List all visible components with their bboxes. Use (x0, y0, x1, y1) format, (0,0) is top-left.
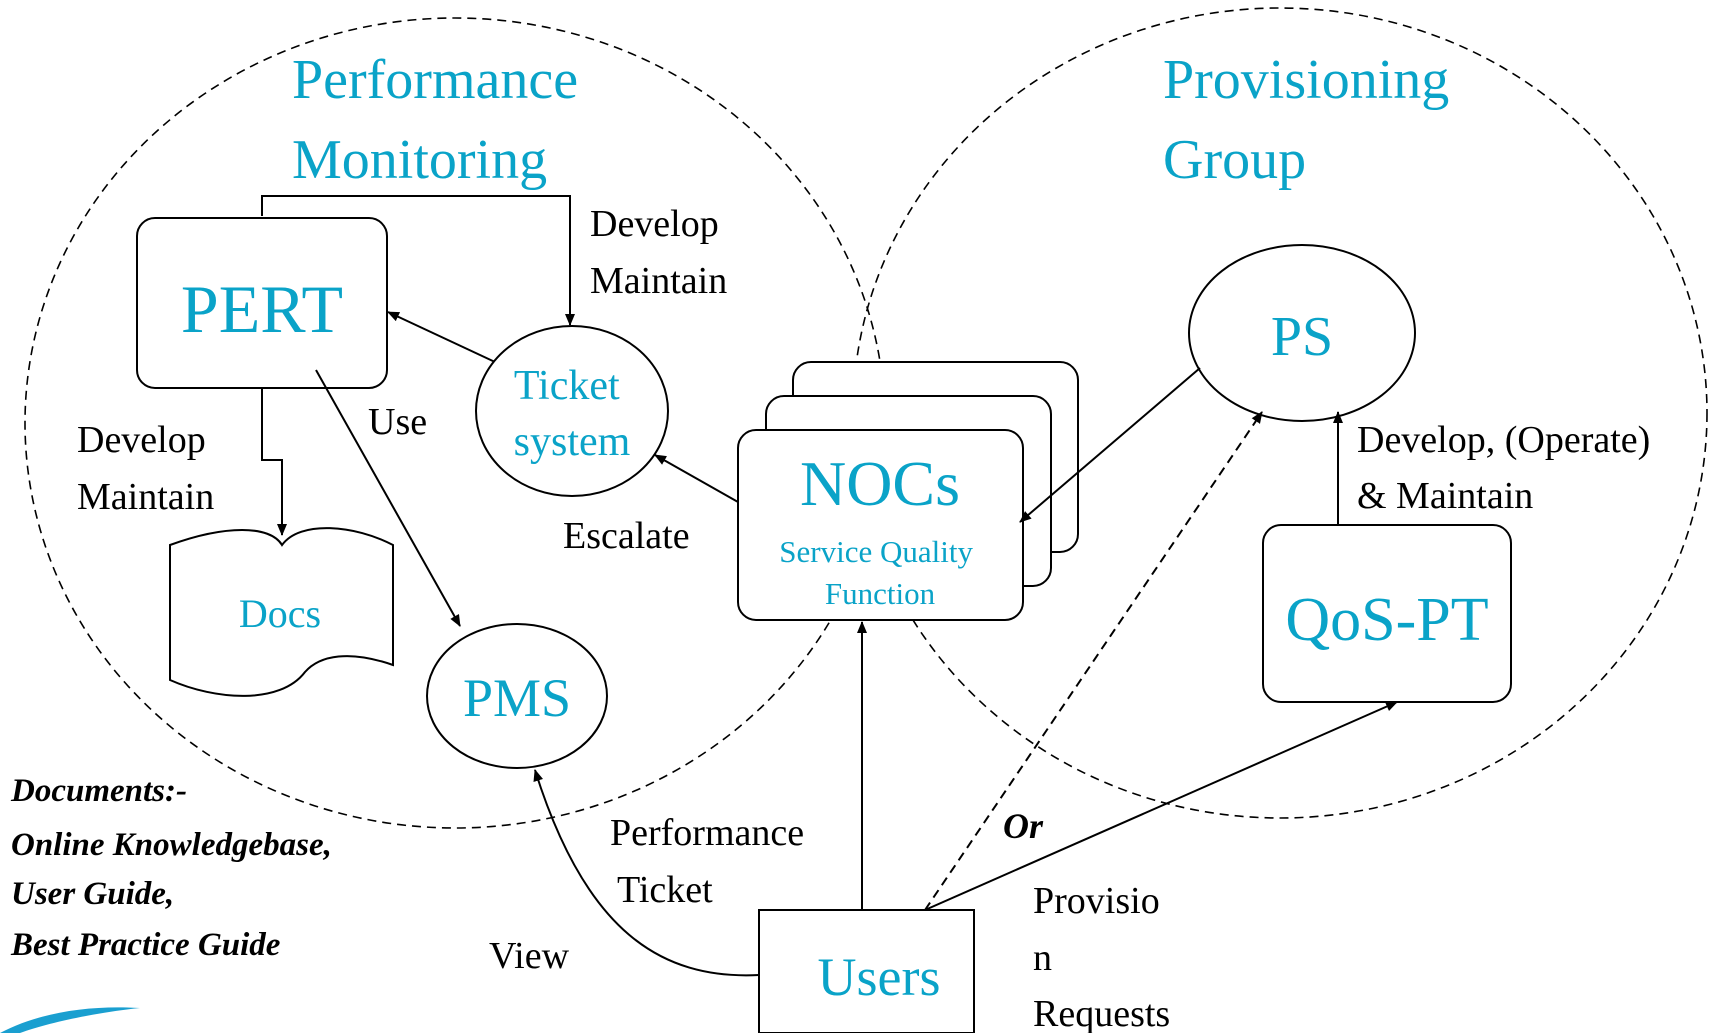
edge-ticket-to-pert (387, 311, 496, 363)
provision-label-line2: n (1033, 937, 1052, 979)
svg-text:Performance Monitoring: Performance Monitoring (292, 49, 592, 191)
svg-text:Ticket system: Ticket system (514, 363, 631, 465)
edge-users-to-qospt (924, 701, 1398, 911)
develop-label-left: Develop (77, 419, 206, 461)
provisioning-group-title-line1: Provisioning (1163, 49, 1449, 111)
documents-note-line1: Documents:- (10, 773, 187, 809)
decorative-swoosh (0, 1007, 140, 1033)
develop-operate-line1: Develop, (Operate) (1357, 419, 1650, 461)
provision-label-line1: Provisio (1033, 880, 1160, 922)
performance-monitoring-title-line1: Performance (292, 49, 578, 111)
or-label: Or (1003, 806, 1044, 846)
view-label: View (489, 935, 570, 977)
pms-label: PMS (463, 668, 571, 728)
edge-users-to-ps-dashed (924, 411, 1263, 911)
svg-text:Develop Maintain: Develop Maintain (590, 203, 728, 302)
provisioning-group-title-line2: Group (1163, 129, 1306, 191)
docs-label: Docs (239, 591, 321, 636)
edge-nocs-to-ticket (654, 454, 739, 503)
svg-text:Develop, (Operate) & Maint: Develop, (Operate) & Maintain (1357, 419, 1660, 517)
nocs-node (737, 429, 1024, 621)
ticket-label-line2: system (514, 419, 631, 465)
pert-label: PERT (181, 271, 343, 347)
svg-text:Service Quality Function: Service Quality Function (779, 534, 980, 611)
nocs-label: NOCs (800, 448, 960, 519)
pms-node (426, 623, 608, 769)
develop-label-top: Develop (590, 203, 719, 245)
users-label: Users (818, 947, 941, 1007)
svg-text:Provisioning Group: Provisioning Group (1163, 49, 1463, 191)
edge-pert-to-ticket-develop (261, 195, 575, 326)
users-node (758, 909, 975, 1033)
performance-monitoring-title-line2: Monitoring (292, 129, 547, 191)
maintain-label-top: Maintain (590, 260, 727, 302)
docs-node (169, 527, 394, 697)
ticket-label: Ticket (617, 869, 713, 911)
develop-operate-line2: & Maintain (1357, 475, 1533, 517)
edge-ps-to-nocs (1019, 367, 1201, 523)
performance-label: Performance (610, 812, 804, 854)
documents-note-line2: Online Knowledgebase, (11, 827, 332, 863)
nocs-sub-line1: Service Quality (779, 534, 973, 569)
svg-text:Provisio n Requests: Provisio n Requests (1033, 880, 1170, 1033)
edge-pert-to-pms (315, 369, 461, 627)
escalate-label: Escalate (563, 515, 690, 557)
svg-text:Documents:- Online Knowled: Documents:- Online Knowledgebase, User G… (10, 773, 340, 963)
provision-label-line3: Requests (1033, 993, 1170, 1033)
ps-label: PS (1271, 306, 1333, 368)
ticket-system-node (475, 325, 669, 497)
maintain-label-left: Maintain (77, 476, 214, 518)
ps-node (1188, 244, 1416, 422)
documents-note-line4: Best Practice Guide (10, 927, 280, 963)
edge-users-to-pms (533, 769, 760, 977)
qos-pt-label: QoS-PT (1285, 586, 1488, 654)
svg-text:Develop Maintain: Develop Maintain (77, 419, 215, 518)
nocs-sub-line2: Function (825, 576, 936, 611)
edge-pert-to-docs (261, 388, 287, 536)
ticket-label-line1: Ticket (514, 363, 620, 409)
use-label: Use (368, 401, 427, 443)
documents-note-line3: User Guide, (11, 876, 174, 912)
svg-text:Performance Ticket: Performance Ticket (610, 812, 814, 911)
